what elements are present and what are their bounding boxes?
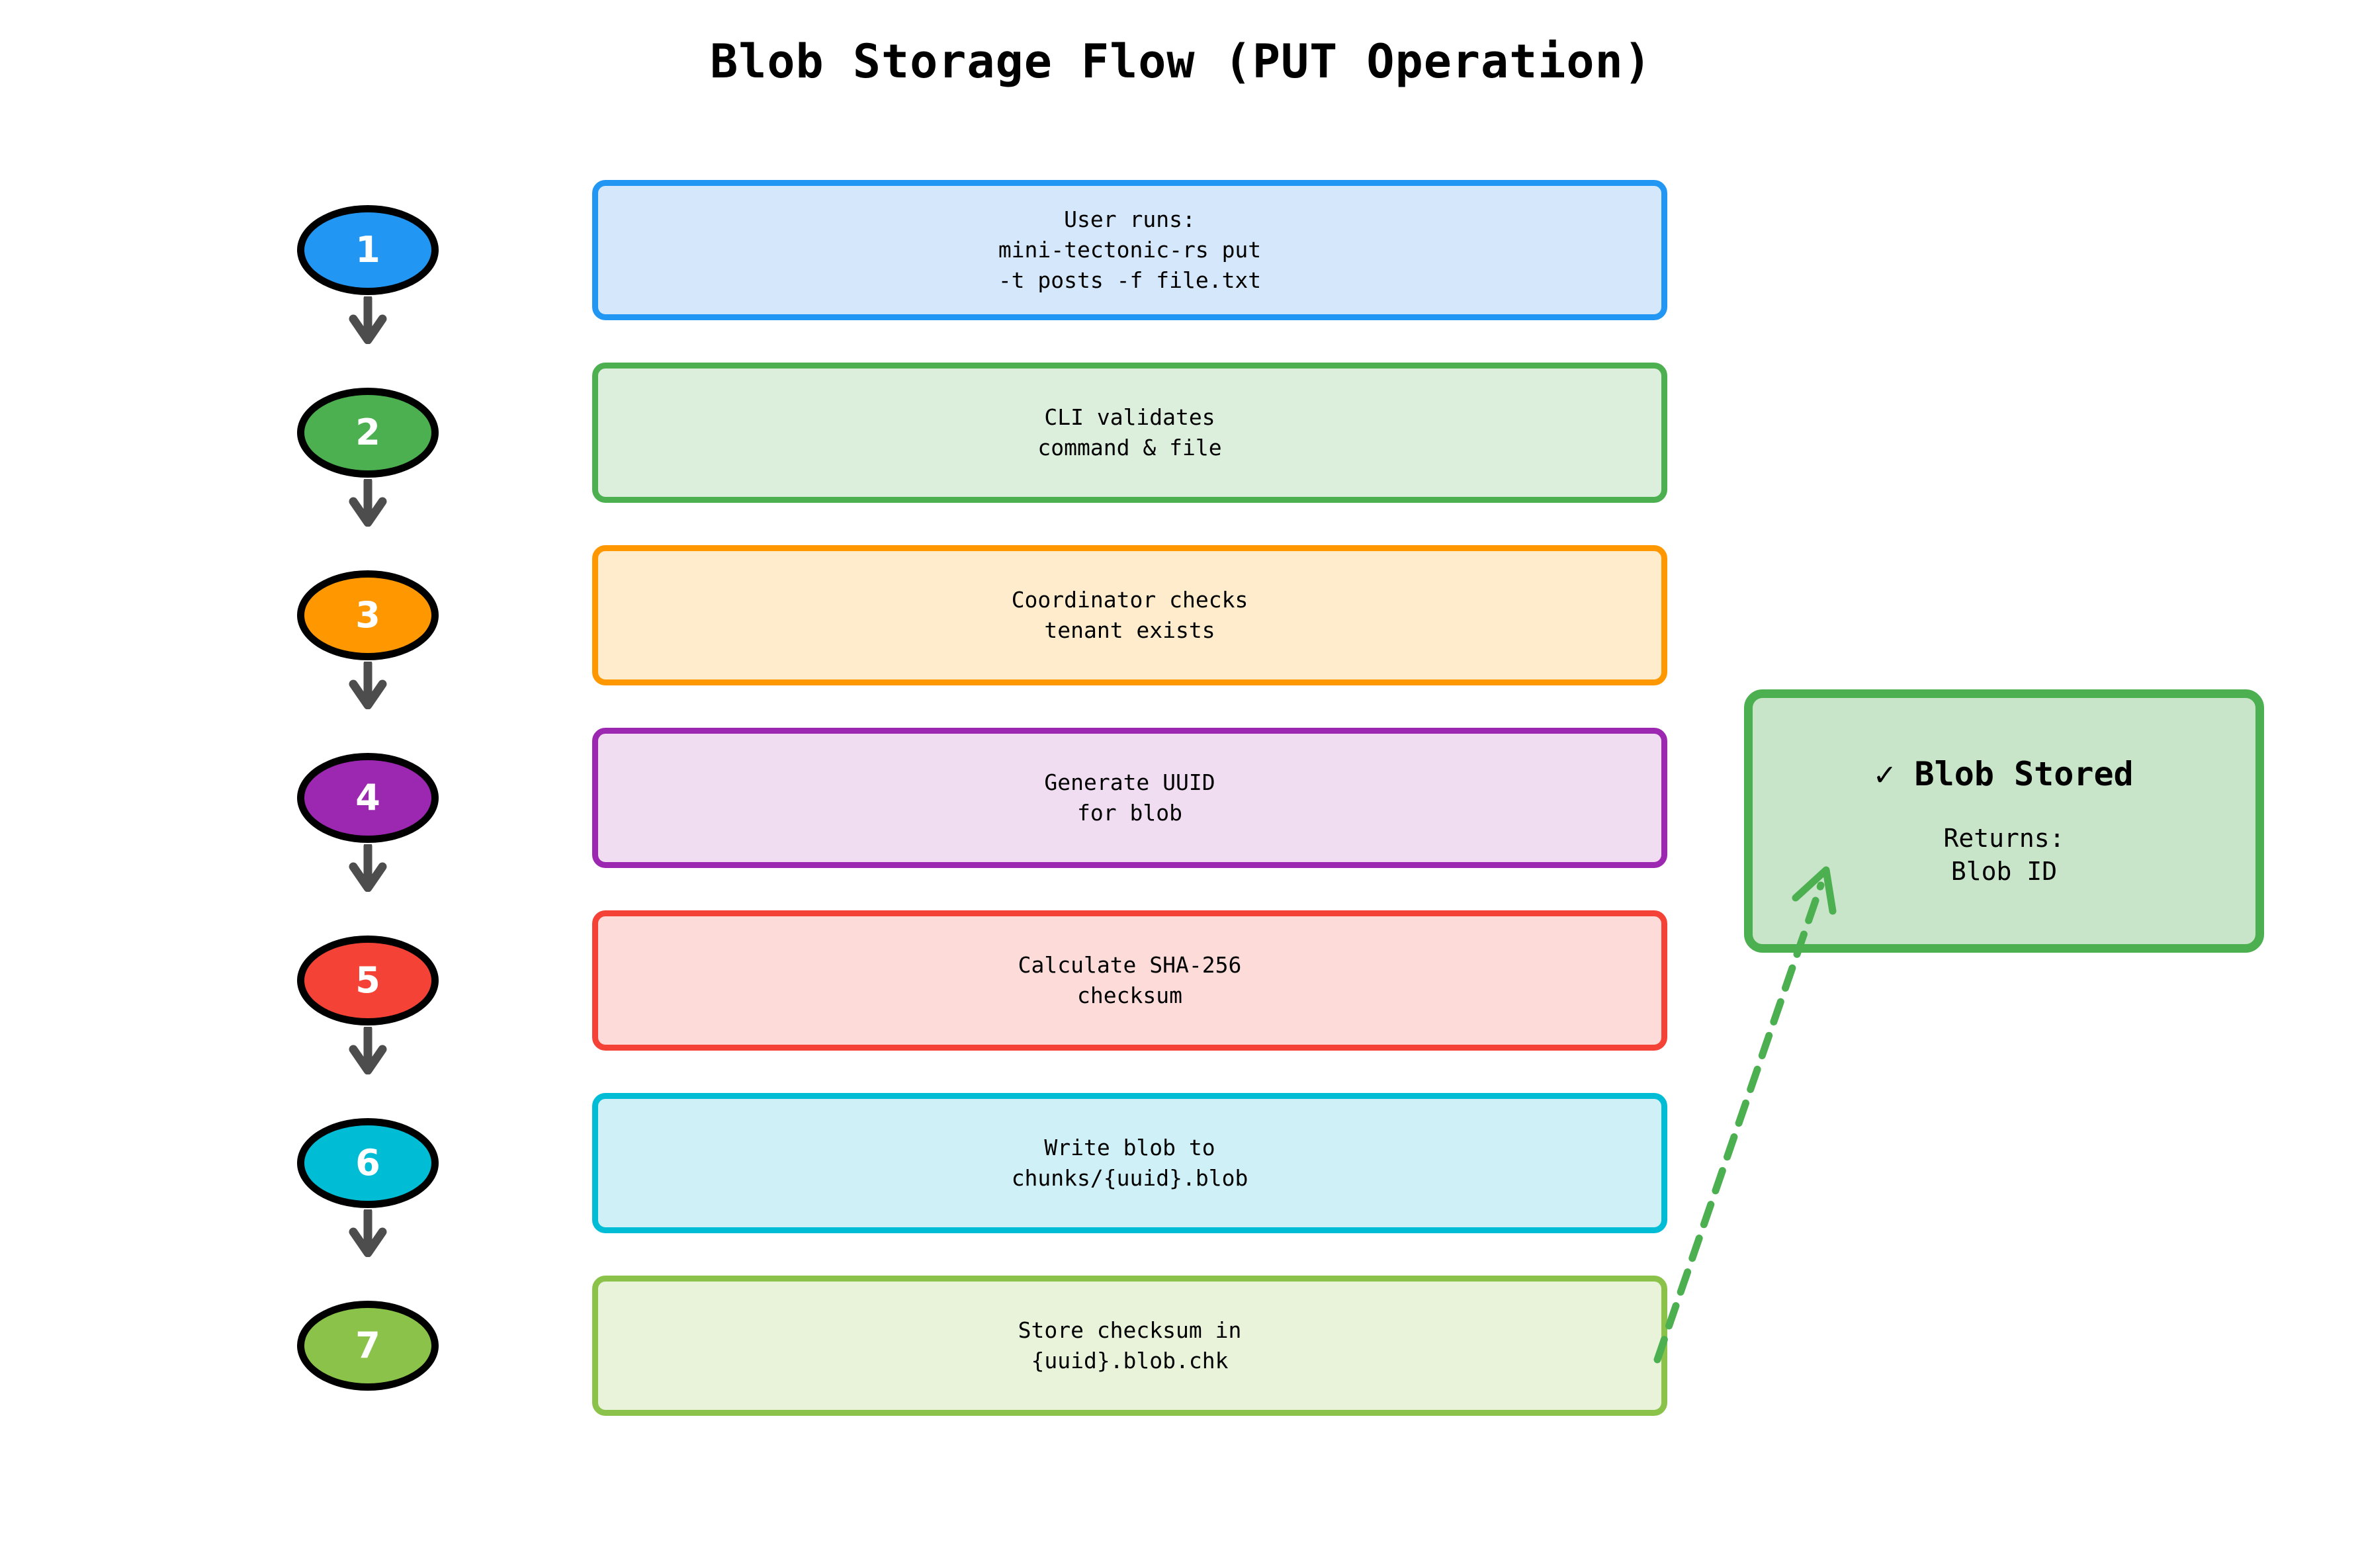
step-box-2: CLI validates command & file: [592, 363, 1667, 503]
step-box-text: Store checksum in {uuid}.blob.chk: [1018, 1317, 1242, 1373]
step-number: 3: [355, 594, 380, 636]
step-number: 7: [355, 1325, 380, 1366]
step-circle-4: 4: [297, 753, 439, 843]
result-detail: Returns: Blob ID: [1943, 824, 2065, 886]
step-circle-1: 1: [297, 205, 439, 295]
flow-step-4: 4 Generate UUID for blob: [0, 728, 2362, 868]
down-arrow-icon: [349, 479, 387, 527]
page-title: Blob Storage Flow (PUT Operation): [710, 34, 1652, 89]
down-arrow-icon: [349, 1209, 387, 1257]
step-box-text: Write blob to chunks/{uuid}.blob: [1011, 1135, 1248, 1191]
flow-step-3: 3 Coordinator checks tenant exists: [0, 545, 2362, 685]
step-number: 1: [355, 229, 380, 271]
step-box-5: Calculate SHA-256 checksum: [592, 910, 1667, 1051]
step-box-text: Coordinator checks tenant exists: [1011, 587, 1248, 643]
flow-step-7: 7 Store checksum in {uuid}.blob.chk: [0, 1276, 2362, 1416]
step-box-7: Store checksum in {uuid}.blob.chk: [592, 1276, 1667, 1416]
step-circle-7: 7: [297, 1301, 439, 1391]
down-arrow-icon: [349, 1027, 387, 1074]
step-number: 2: [355, 412, 380, 453]
step-number: 5: [355, 959, 380, 1001]
step-circle-2: 2: [297, 388, 439, 478]
down-arrow-icon: [349, 844, 387, 892]
step-box-6: Write blob to chunks/{uuid}.blob: [592, 1093, 1667, 1233]
step-number: 6: [355, 1142, 380, 1184]
step-box-text: Generate UUID for blob: [1044, 769, 1215, 826]
flow-step-1: 1 User runs: mini-tectonic-rs put -t pos…: [0, 180, 2362, 320]
step-box-text: User runs: mini-tectonic-rs put -t posts…: [998, 206, 1262, 293]
down-arrow-icon: [349, 296, 387, 344]
step-box-1: User runs: mini-tectonic-rs put -t posts…: [592, 180, 1667, 320]
step-box-text: CLI validates command & file: [1037, 404, 1222, 460]
result-heading: ✓ Blob Stored: [1874, 755, 2134, 793]
step-box-text: Calculate SHA-256 checksum: [1018, 952, 1242, 1008]
dashed-success-arrow-icon: [1653, 866, 1837, 1364]
step-number: 4: [355, 777, 380, 818]
flow-step-5: 5 Calculate SHA-256 checksum: [0, 910, 2362, 1051]
step-circle-3: 3: [297, 570, 439, 660]
result-box: ✓ Blob Stored Returns: Blob ID: [1744, 689, 2264, 953]
down-arrow-icon: [349, 662, 387, 709]
step-circle-6: 6: [297, 1118, 439, 1208]
step-circle-5: 5: [297, 936, 439, 1025]
step-box-4: Generate UUID for blob: [592, 728, 1667, 868]
flow-step-6: 6 Write blob to chunks/{uuid}.blob: [0, 1093, 2362, 1233]
step-box-3: Coordinator checks tenant exists: [592, 545, 1667, 685]
flow-step-2: 2 CLI validates command & file: [0, 363, 2362, 503]
